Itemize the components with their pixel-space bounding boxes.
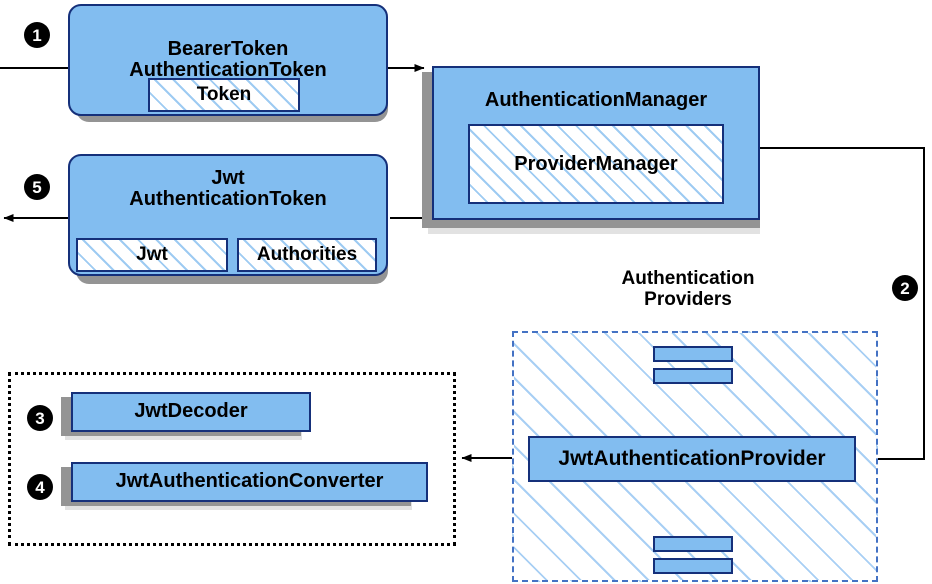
node-jwt-decoder[interactable]: JwtDecoder — [71, 392, 311, 432]
step-marker-3-label: 3 — [35, 408, 45, 428]
field-jwt-label: Jwt — [136, 244, 168, 265]
provider-bar-top-1 — [653, 346, 733, 362]
step-marker-5-label: 5 — [32, 177, 42, 197]
jwt-decoder-title: JwtDecoder — [134, 400, 248, 423]
jwt-authentication-converter-title: JwtAuthenticationConverter — [115, 470, 384, 493]
jwt-support-group — [8, 372, 456, 546]
field-token[interactable]: Token — [148, 78, 300, 112]
field-jwt[interactable]: Jwt — [76, 238, 228, 272]
field-authorities-label: Authorities — [256, 244, 358, 265]
authentication-providers-label: Authentication Providers — [575, 268, 801, 311]
provider-bar-top-2 — [653, 368, 733, 384]
step-marker-1: 1 — [24, 22, 50, 48]
authentication-providers-label-line2: Providers — [644, 289, 732, 311]
authentication-manager-title: AuthenticationManager — [484, 89, 708, 111]
node-jwt-authentication-provider[interactable]: JwtAuthenticationProvider — [528, 436, 856, 482]
field-provider-manager[interactable]: ProviderManager — [468, 124, 724, 204]
provider-bar-bottom-2 — [653, 558, 733, 574]
bearer-token-title-line1: BearerToken — [167, 37, 289, 60]
step-marker-3: 3 — [27, 405, 53, 431]
field-provider-manager-label: ProviderManager — [514, 152, 678, 175]
jwt-authentication-provider-title: JwtAuthenticationProvider — [558, 446, 826, 470]
step-marker-5: 5 — [24, 174, 50, 200]
field-token-label: Token — [196, 84, 252, 105]
authentication-providers-label-line1: Authentication — [621, 268, 755, 289]
node-jwt-authentication-converter[interactable]: JwtAuthenticationConverter — [71, 462, 428, 502]
field-authorities[interactable]: Authorities — [237, 238, 377, 272]
bearer-token-title-line2: AuthenticationToken — [129, 59, 327, 81]
step-marker-4-label: 4 — [35, 477, 45, 497]
step-marker-1-label: 1 — [32, 25, 42, 45]
provider-bar-bottom-1 — [653, 536, 733, 552]
jwt-token-title-line2: AuthenticationToken — [129, 188, 327, 211]
step-marker-4: 4 — [27, 474, 53, 500]
step-marker-2-label: 2 — [900, 278, 910, 298]
step-marker-2: 2 — [892, 275, 918, 301]
jwt-token-title-line1: Jwt — [211, 167, 245, 189]
